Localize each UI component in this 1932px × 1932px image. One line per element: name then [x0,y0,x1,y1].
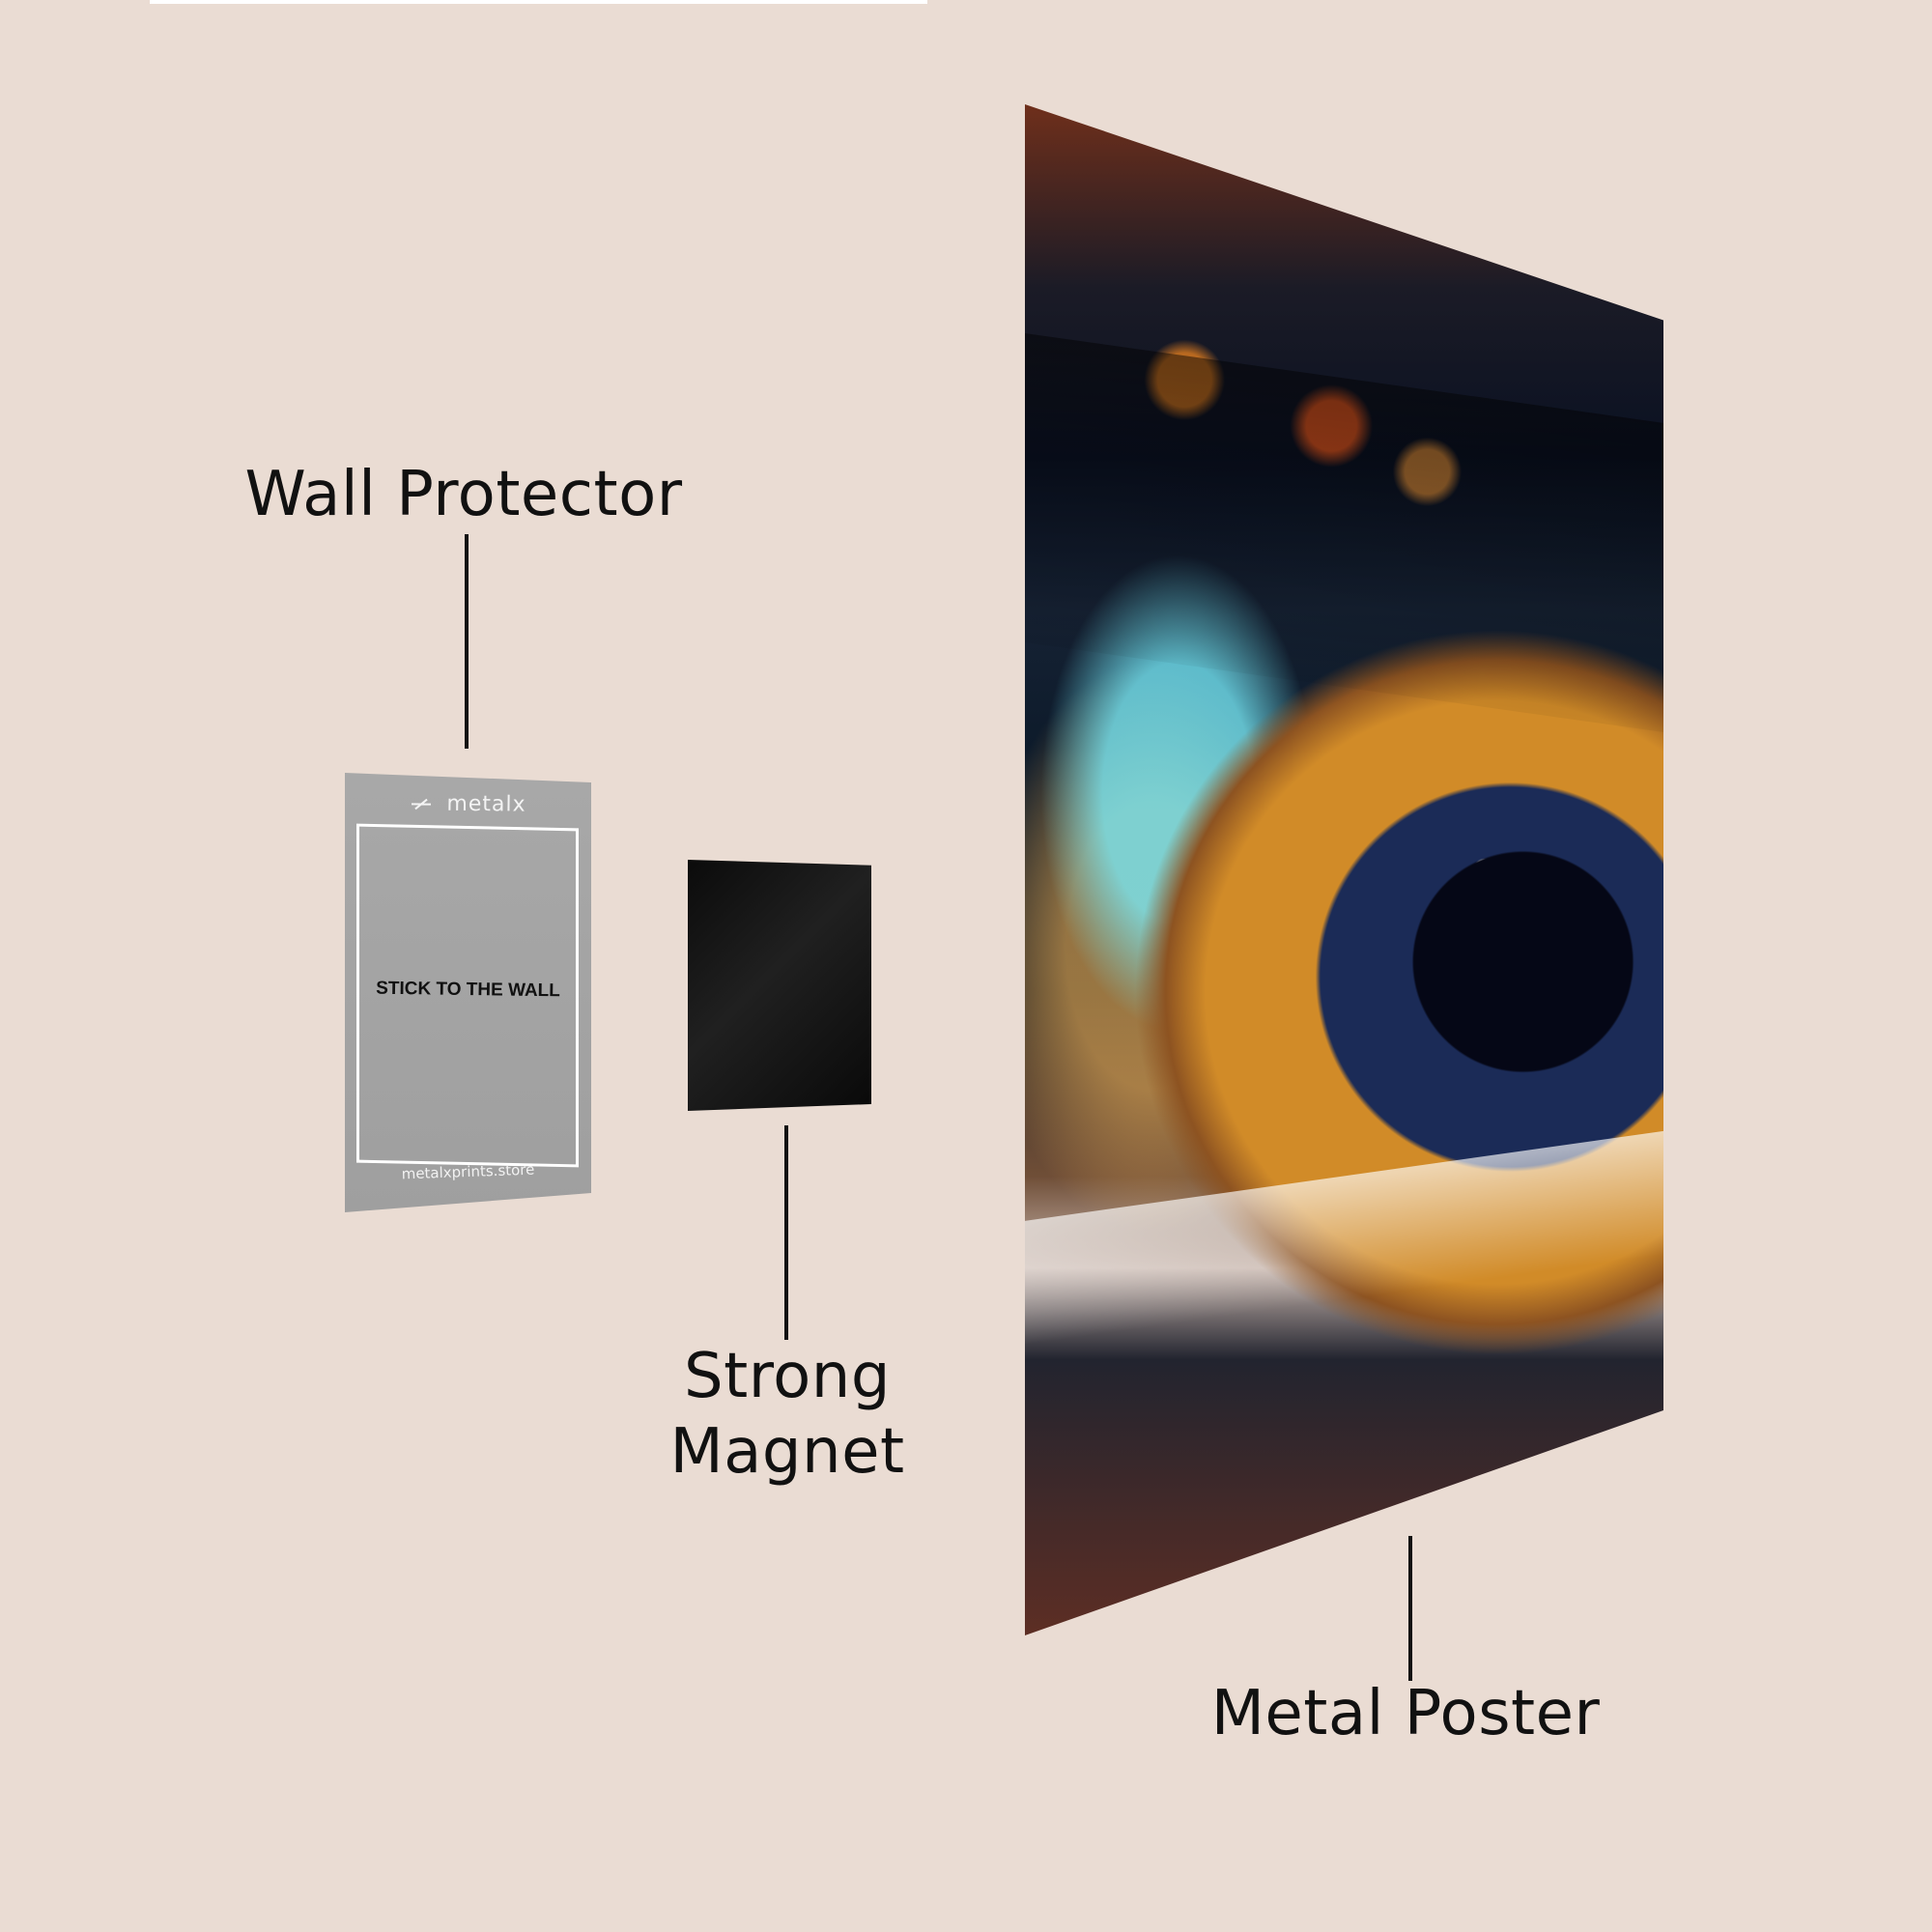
metalx-logo-icon [412,798,432,810]
top-decorative-strip [150,0,927,4]
metal-poster-leader-line [1408,1536,1412,1681]
wall-protector-label: Wall Protector [244,459,683,530]
wall-protector-card: metalx STICK TO THE WALL metalxprints.st… [345,773,591,1212]
wall-protector-leader-line [465,534,469,749]
strong-magnet-label-line-2: Magnet [669,1416,905,1489]
strong-magnet-leader-line [784,1125,788,1340]
metal-poster-eye-art [1025,104,1663,1635]
strong-magnet-label: Strong Magnet [642,1339,932,1490]
stick-to-wall-text: STICK TO THE WALL [376,978,560,1002]
metal-poster-label: Metal Poster [1210,1678,1601,1749]
metalx-logo: metalx [345,791,591,818]
strong-magnet [688,860,871,1111]
metalx-logo-text: metalx [446,791,526,817]
strong-magnet-label-line-1: Strong [684,1341,891,1412]
